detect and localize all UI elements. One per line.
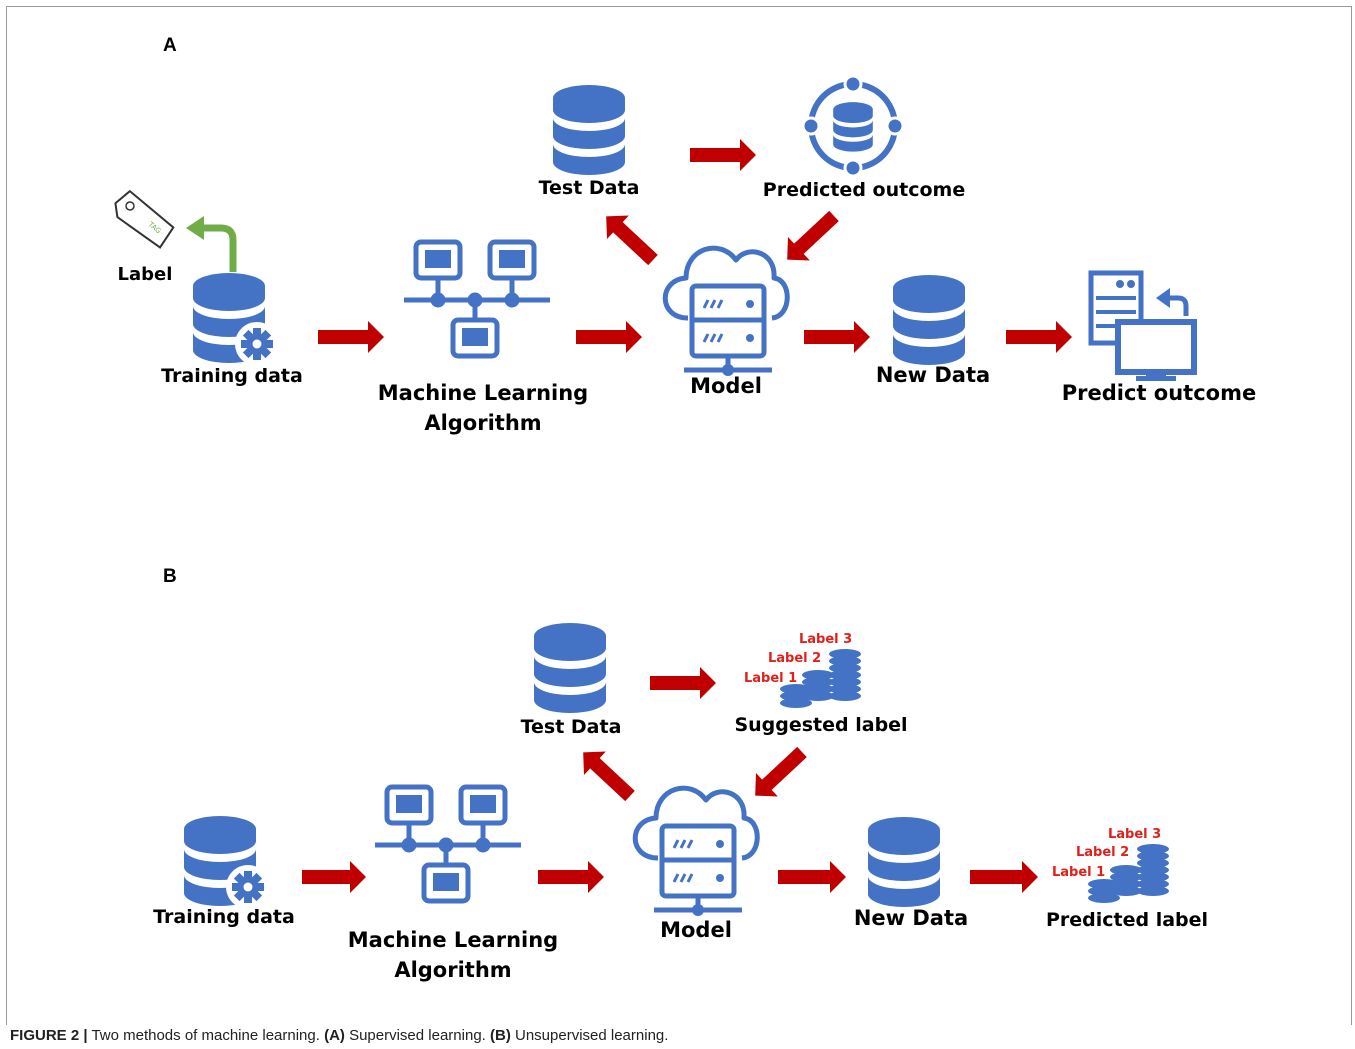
- model-b-icon: [635, 788, 757, 916]
- predicted-label-1: Label 1: [1052, 865, 1105, 880]
- predict-outcome-icon: [1088, 270, 1197, 381]
- training-data-b-icon: [184, 816, 270, 909]
- arrow-model-to-newdata-a: [804, 321, 870, 353]
- predicted-outcome-label: Predicted outcome: [763, 179, 965, 201]
- caption-text-2: Supervised learning.: [344, 1027, 490, 1044]
- test-data-a-label: Test Data: [539, 177, 640, 199]
- arrow-ml-to-model-a: [576, 321, 642, 353]
- caption-b-ref: (B): [490, 1027, 511, 1044]
- arrow-model-to-newdata-b: [778, 861, 846, 893]
- label-a-label: Label: [118, 264, 173, 285]
- arrow-newdata-to-predicted-b: [970, 861, 1038, 893]
- caption-figure-number: FIGURE 2 |: [10, 1027, 88, 1044]
- new-data-a-label: New Data: [876, 363, 990, 387]
- figure-caption: FIGURE 2 | Two methods of machine learni…: [10, 1027, 668, 1044]
- arrow-model-to-test-b: [583, 751, 635, 802]
- tag-icon: TAG: [114, 189, 175, 249]
- predicted-label-text: Predicted label: [1046, 909, 1208, 931]
- training-data-a-label: Training data: [161, 365, 303, 387]
- ml-algorithm-a-icon: [404, 242, 550, 356]
- caption-a-ref: (A): [324, 1027, 345, 1044]
- arrow-model-to-test-a: [606, 215, 658, 266]
- model-b-label: Model: [660, 918, 732, 942]
- green-arrow-icon: [186, 216, 237, 272]
- predicted-outcome-icon: [801, 74, 905, 178]
- new-data-a-icon: [893, 275, 965, 365]
- arrow-test-to-predicted-a: [690, 139, 756, 171]
- ml-algorithm-b-icon: [375, 787, 521, 901]
- arrow-suggested-to-model-b: [755, 746, 807, 797]
- suggested-label-text: Suggested label: [734, 714, 907, 736]
- panel-a-arrows: [318, 139, 1072, 353]
- training-data-a-icon: [193, 273, 279, 366]
- predicted-label-2: Label 2: [1076, 845, 1129, 860]
- training-data-b-label: Training data: [153, 906, 295, 928]
- suggested-label-3: Label 3: [799, 632, 852, 647]
- predict-outcome-label: Predict outcome: [1062, 381, 1256, 405]
- test-data-b-label: Test Data: [521, 716, 622, 738]
- arrow-training-to-ml-b: [302, 861, 366, 893]
- ml-algorithm-a-label-2: Algorithm: [424, 411, 541, 435]
- arrow-newdata-to-predict-a: [1006, 321, 1072, 353]
- ml-algorithm-b-label-1: Machine Learning: [348, 928, 558, 952]
- predicted-label-3: Label 3: [1108, 827, 1161, 842]
- arrow-predicted-to-model-a: [787, 210, 839, 261]
- suggested-label-2: Label 2: [768, 651, 821, 666]
- figure-frame: [6, 6, 1352, 1025]
- model-a-icon: [665, 248, 787, 376]
- arrow-training-to-ml-a: [318, 321, 384, 353]
- ml-algorithm-b-label-2: Algorithm: [394, 958, 511, 982]
- panel-b-arrows: [302, 667, 1038, 893]
- model-a-label: Model: [690, 374, 762, 398]
- caption-text-3: Unsupervised learning.: [510, 1027, 669, 1044]
- test-data-a-icon: [553, 85, 625, 175]
- caption-text-1: Two methods of machine learning.: [87, 1027, 325, 1044]
- test-data-b-icon: [534, 623, 606, 713]
- ml-algorithm-a-label-1: Machine Learning: [378, 381, 588, 405]
- arrow-test-to-suggested-b: [650, 667, 716, 699]
- arrow-ml-to-model-b: [538, 861, 604, 893]
- panel-a-tag: A: [163, 35, 177, 56]
- panel-b-tag: B: [163, 566, 177, 587]
- new-data-b-icon: [868, 817, 940, 907]
- new-data-b-label: New Data: [854, 906, 968, 930]
- suggested-label-1: Label 1: [744, 671, 797, 686]
